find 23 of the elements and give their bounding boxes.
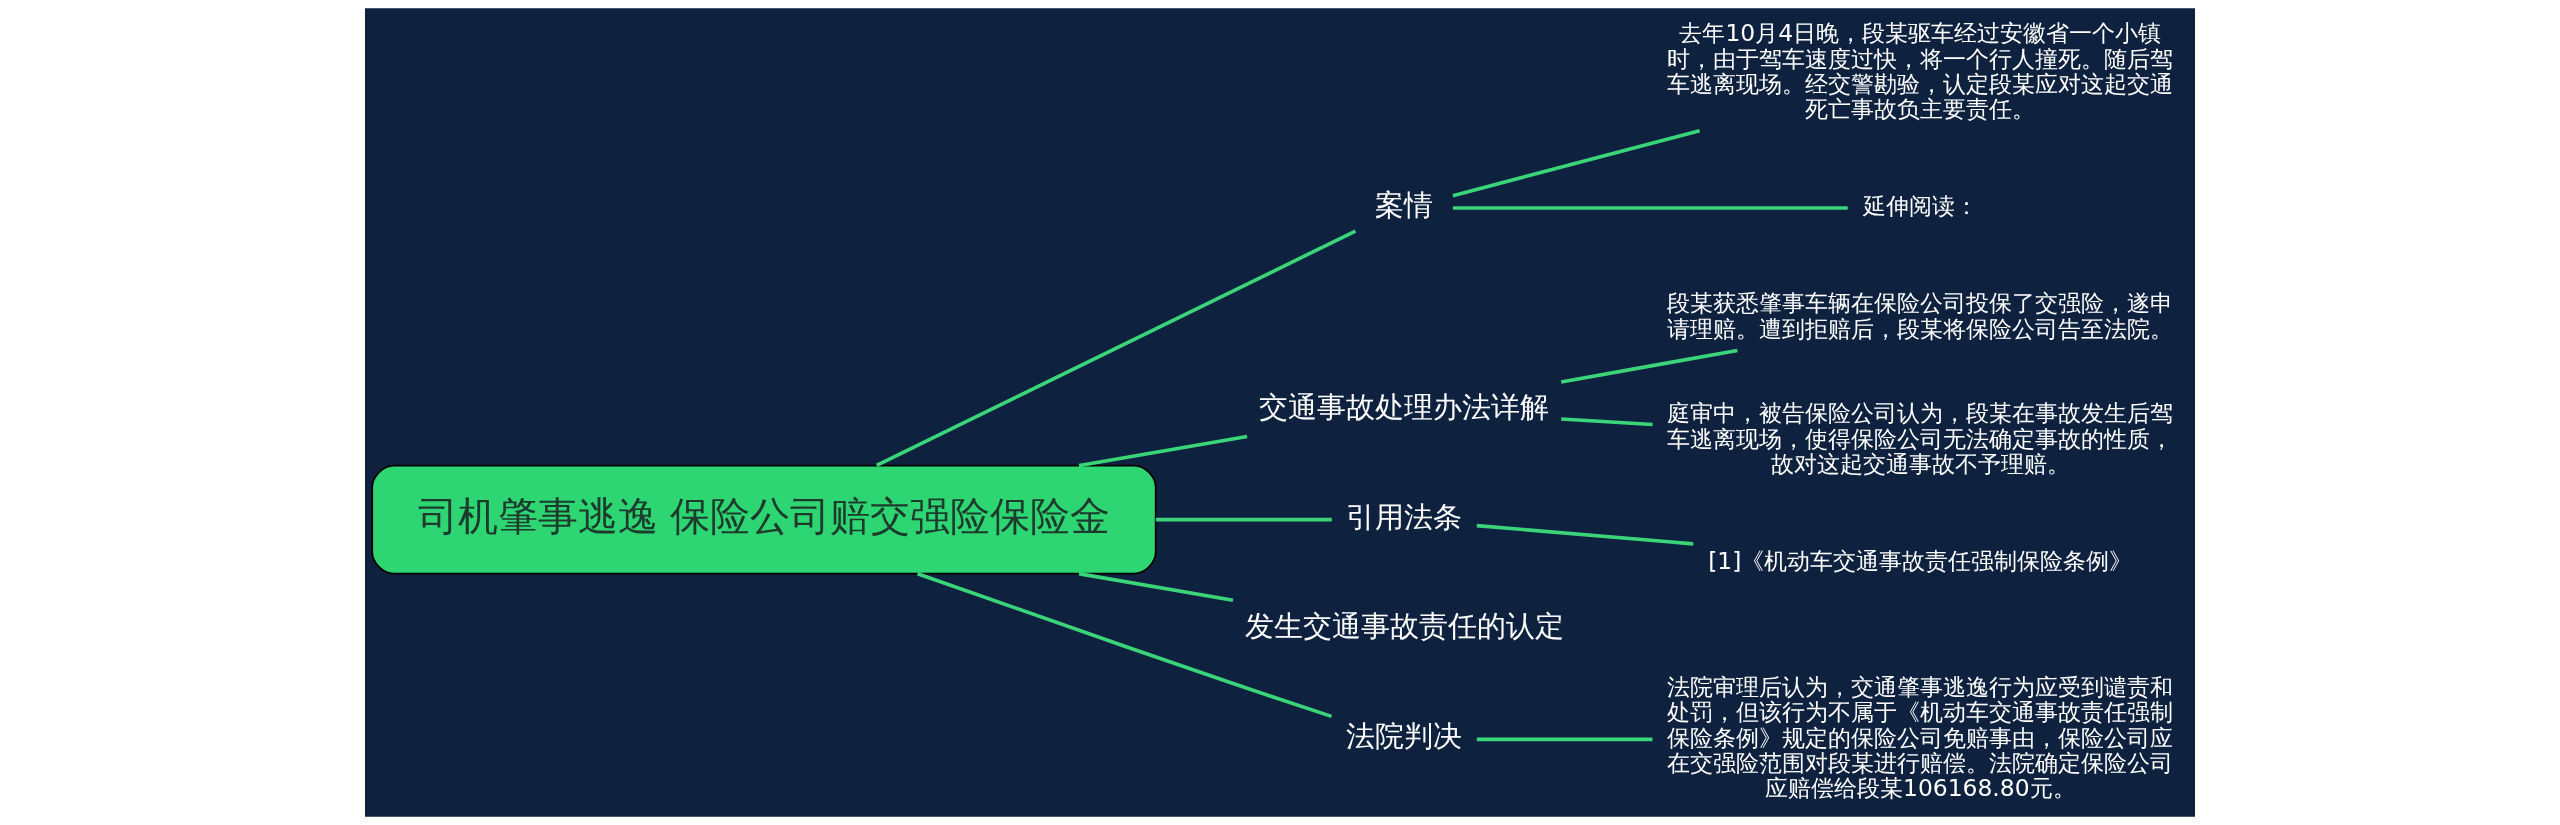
connector	[1452, 128, 1701, 198]
connector	[1476, 523, 1694, 546]
connector	[1078, 434, 1248, 468]
node-text: 法院判决	[1346, 719, 1463, 754]
node-text: 去年10月4日晚，段某驱车经过安徽省一个小镇时，由于驾车速度过快，将一个行人撞死。随后驾车逃离现场。经交警勘验，认定段某应对这起交通死亡事故负主要责任。	[1667, 19, 2174, 123]
connector	[1476, 737, 1653, 742]
node-text: [1]《机动车交通事故责任强制保险条例》	[1708, 547, 2133, 576]
node-text: 案情	[1375, 187, 1434, 222]
node-text: 交通事故处理办法详解	[1259, 389, 1550, 424]
node-text: 延伸阅读：	[1862, 192, 1978, 221]
connector	[875, 229, 1357, 467]
node-text: 引用法条	[1346, 499, 1463, 534]
connector	[1452, 206, 1848, 210]
connector	[1561, 417, 1653, 427]
node-text: 发生交通事故责任的认定	[1244, 609, 1564, 644]
node-box: 司机肇事逃逸 保险公司赔交强险保险金	[371, 464, 1157, 575]
node-text: 段某获悉肇事车辆在保险公司投保了交强险，遂申请理赔。遭到拒赔后，段某将保险公司告至法院。	[1667, 289, 2174, 343]
connector	[1560, 348, 1738, 384]
connector	[1078, 571, 1234, 603]
connector	[1155, 517, 1332, 522]
connector	[917, 572, 1333, 719]
node-text: 庭审中，被告保险公司认为，段某在事故发生后驾车逃离现场，使得保险公司无法确定事故的性质，故对这起交通事故不予理赔。	[1667, 399, 2174, 478]
node-text: 法院审理后认为，交通肇事逃逸行为应受到谴责和处罚，但该行为不属于《机动车交通事故责任强制保险条例》规定的保险公司免赔事由，保险公司应在交强险范围对段某进行赔偿。法院确定保险公司应赔偿给段某106168.80元。	[1667, 673, 2174, 802]
